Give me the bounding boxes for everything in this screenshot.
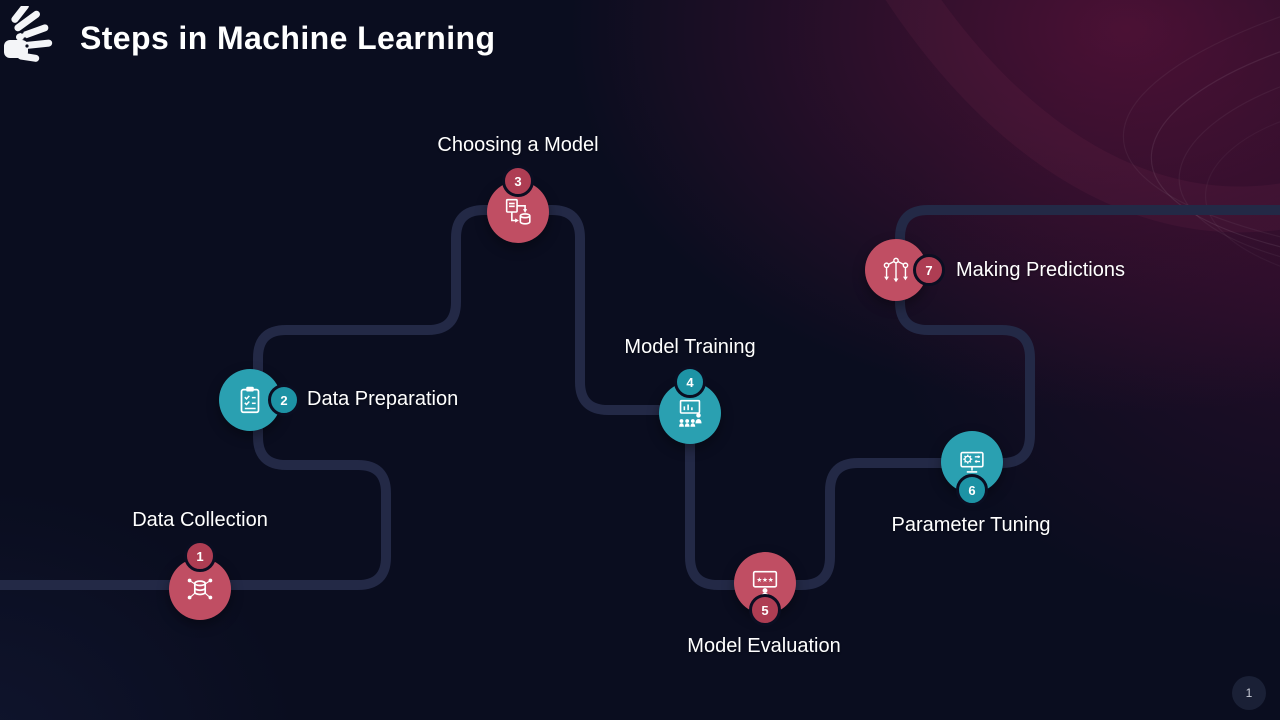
step-number-badge-1: 1 bbox=[184, 540, 216, 572]
page-number-badge: 1 bbox=[1232, 676, 1266, 710]
step-label-choosing-a-model: Choosing a Model bbox=[437, 134, 599, 156]
choosing-model-icon bbox=[505, 198, 531, 225]
step-label-data-collection: Data Collection bbox=[132, 509, 268, 531]
step-number-badge-5: 5 bbox=[749, 594, 781, 626]
parameter-tuning-icon bbox=[960, 451, 984, 473]
step-label-making-predictions: Making Predictions bbox=[956, 259, 1125, 281]
step-label-parameter-tuning: Parameter Tuning bbox=[891, 514, 1051, 536]
making-predictions-icon bbox=[883, 257, 909, 283]
data-preparation-icon bbox=[240, 386, 260, 414]
step-number-badge-3: 3 bbox=[502, 165, 534, 197]
svg-text:★: ★ bbox=[768, 576, 774, 584]
slide-title: Steps in Machine Learning bbox=[80, 20, 496, 56]
robot-hand-icon bbox=[0, 2, 70, 69]
step-label-model-evaluation: Model Evaluation bbox=[687, 635, 841, 657]
step-label-model-training: Model Training bbox=[624, 336, 756, 358]
svg-text:★: ★ bbox=[762, 576, 768, 584]
step-node-data-preparation bbox=[219, 369, 281, 431]
step-number-badge-7: 7 bbox=[913, 254, 945, 286]
svg-text:★: ★ bbox=[756, 576, 762, 584]
step-node-choosing-a-model bbox=[487, 181, 549, 243]
model-training-icon bbox=[679, 399, 702, 427]
step-number-badge-4: 4 bbox=[674, 366, 706, 398]
step-number-badge-6: 6 bbox=[956, 474, 988, 506]
step-number-badge-2: 2 bbox=[268, 384, 300, 416]
data-collection-icon bbox=[187, 578, 213, 600]
step-label-data-preparation: Data Preparation bbox=[307, 388, 459, 410]
